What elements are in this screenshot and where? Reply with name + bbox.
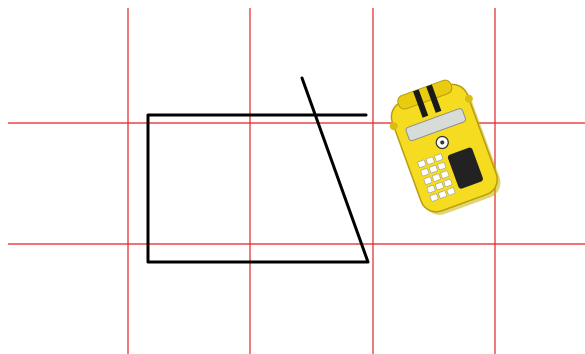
path-line: [148, 78, 368, 262]
robot-path: [148, 78, 368, 262]
floor-robot: [381, 73, 507, 221]
